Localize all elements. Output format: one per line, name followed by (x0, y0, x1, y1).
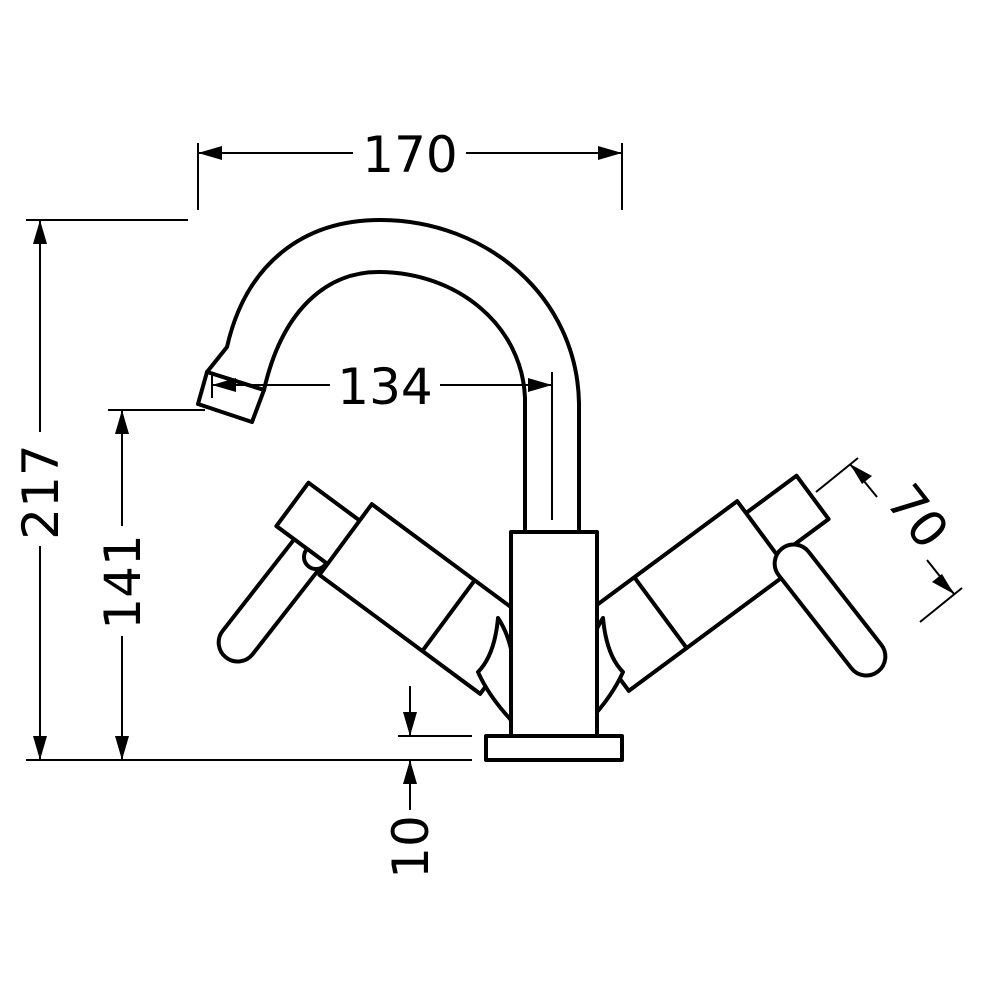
right-lever-handle (772, 542, 888, 678)
tap-outline (196, 218, 888, 762)
dim-label-overall-height: 217 (12, 444, 70, 539)
base-plate (484, 734, 624, 762)
dim-label-base-thickness: 10 (382, 815, 440, 879)
dimension-lines (26, 143, 963, 810)
central-column (509, 530, 599, 738)
dim-label-spout-reach: 134 (337, 358, 432, 416)
dim-label-handle-length: 70 (875, 474, 960, 560)
dim-label-spout-height: 141 (94, 534, 152, 629)
dim-label-overall-width: 170 (362, 126, 457, 184)
spout (205, 218, 581, 534)
